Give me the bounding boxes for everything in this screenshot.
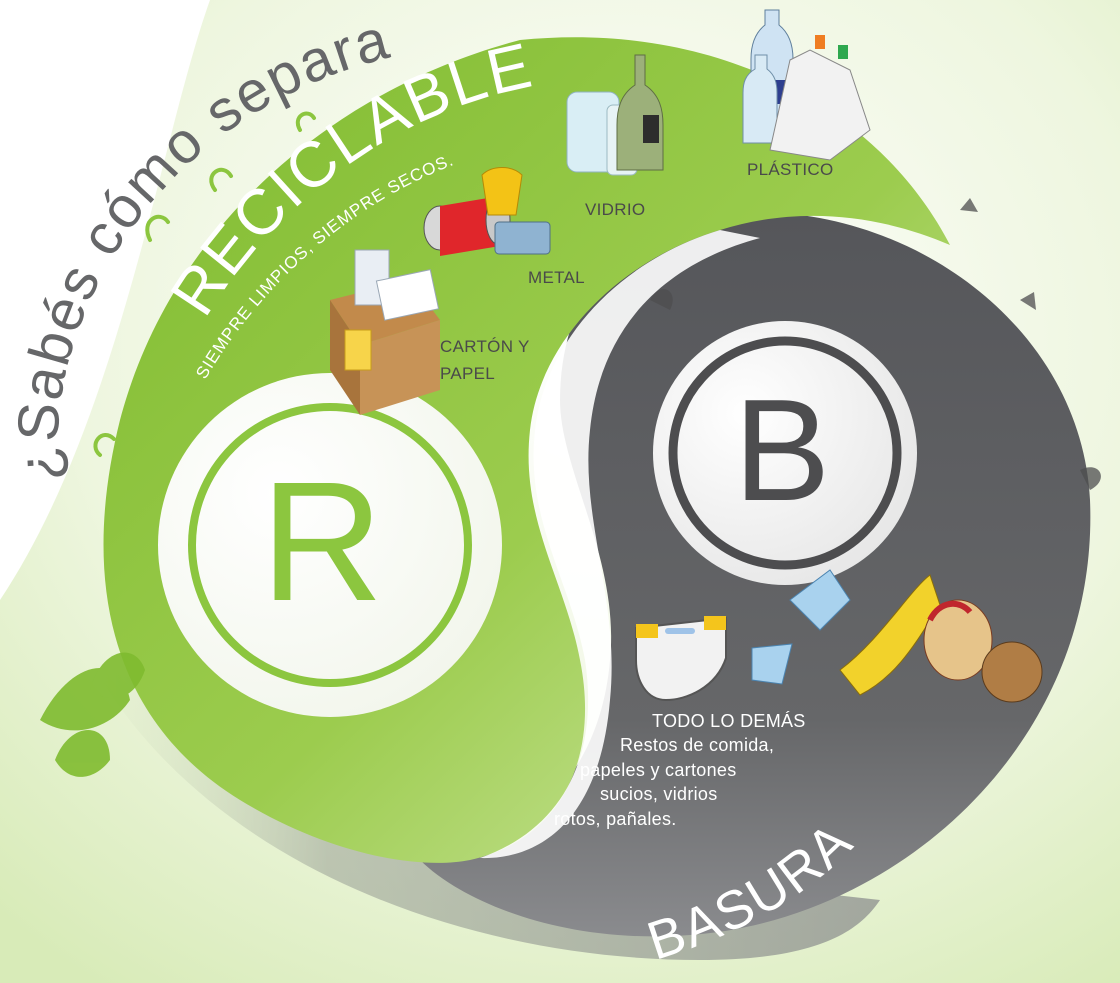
diaper-icon	[635, 616, 727, 702]
metal-label: METAL	[528, 268, 585, 287]
broken-glass-icon	[751, 569, 851, 685]
carton-paper-icon	[330, 249, 440, 415]
basura-description-line2: Restos de comida,	[620, 735, 775, 755]
reciclables-letter: R	[261, 447, 384, 637]
reciclables-badge: R	[158, 373, 502, 717]
food-waste-icon	[839, 574, 1043, 703]
basura-description-heading: TODO LO DEMÁS	[652, 711, 806, 731]
carton-label-line2: PAPEL	[440, 364, 496, 383]
carton-label-line1: CARTÓN Y	[440, 337, 530, 356]
plastico-label: PLÁSTICO	[747, 160, 834, 179]
plastic-bottles-icon	[742, 9, 871, 161]
metal-cans-icon	[423, 167, 551, 256]
leaf-decoration-icon	[40, 652, 145, 777]
basura-description-line5: rotos, pañales.	[554, 809, 677, 829]
dark-ornaments-icon	[650, 198, 1101, 490]
vidrio-label: VIDRIO	[585, 200, 646, 219]
basura-description-line3: papeles y cartones	[580, 760, 737, 780]
swirl-ornaments-icon	[93, 111, 316, 457]
basura-description-line4: sucios, vidrios	[600, 784, 718, 804]
glass-bottles-icon	[566, 54, 664, 176]
swirl-divider	[480, 230, 760, 859]
basura-letter: B	[734, 369, 831, 531]
basura-badge: B	[653, 321, 917, 585]
